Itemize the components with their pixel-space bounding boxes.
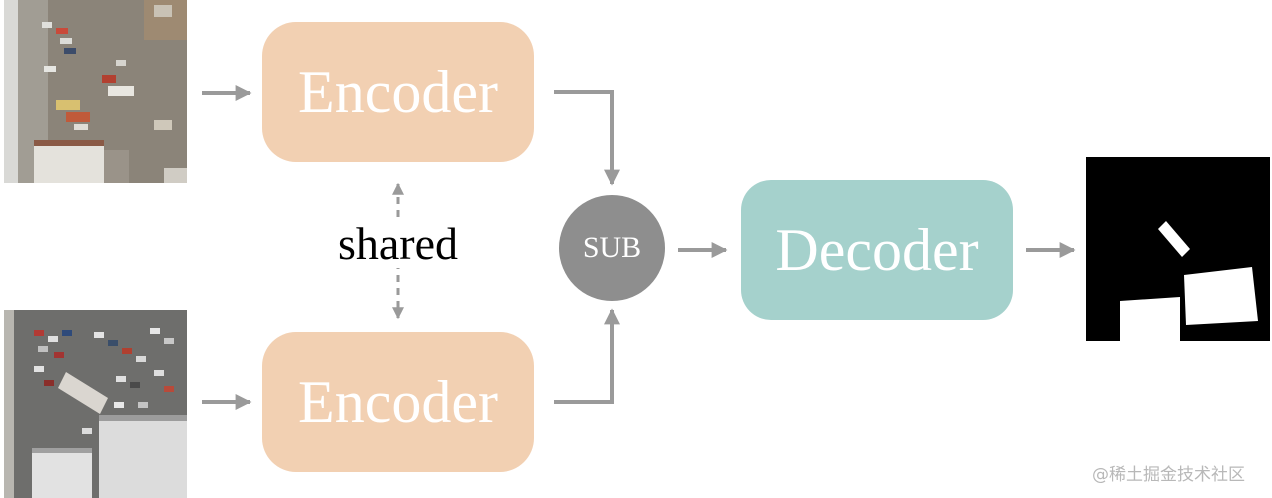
encoder-bottom-label: Encoder bbox=[298, 368, 498, 435]
watermark-text: @稀土掘金技术社区 bbox=[1092, 465, 1245, 485]
encoder-top-block: Encoder bbox=[262, 22, 534, 162]
encoder-bottom-block: Encoder bbox=[262, 332, 534, 472]
decoder-block: Decoder bbox=[741, 180, 1013, 320]
encoder-top-label: Encoder bbox=[298, 58, 498, 125]
sub-label: SUB bbox=[582, 231, 642, 264]
arrow-encoder-top-to-sub bbox=[554, 90, 620, 186]
change-mask-icon bbox=[1086, 157, 1270, 341]
sub-operation-node: SUB bbox=[559, 195, 665, 301]
arrow-encoder-bottom-to-sub bbox=[554, 308, 620, 404]
aerial-photo-icon bbox=[4, 310, 187, 498]
shared-label: shared bbox=[326, 218, 470, 269]
aerial-photo-icon bbox=[4, 0, 187, 183]
decoder-label: Decoder bbox=[775, 216, 979, 283]
